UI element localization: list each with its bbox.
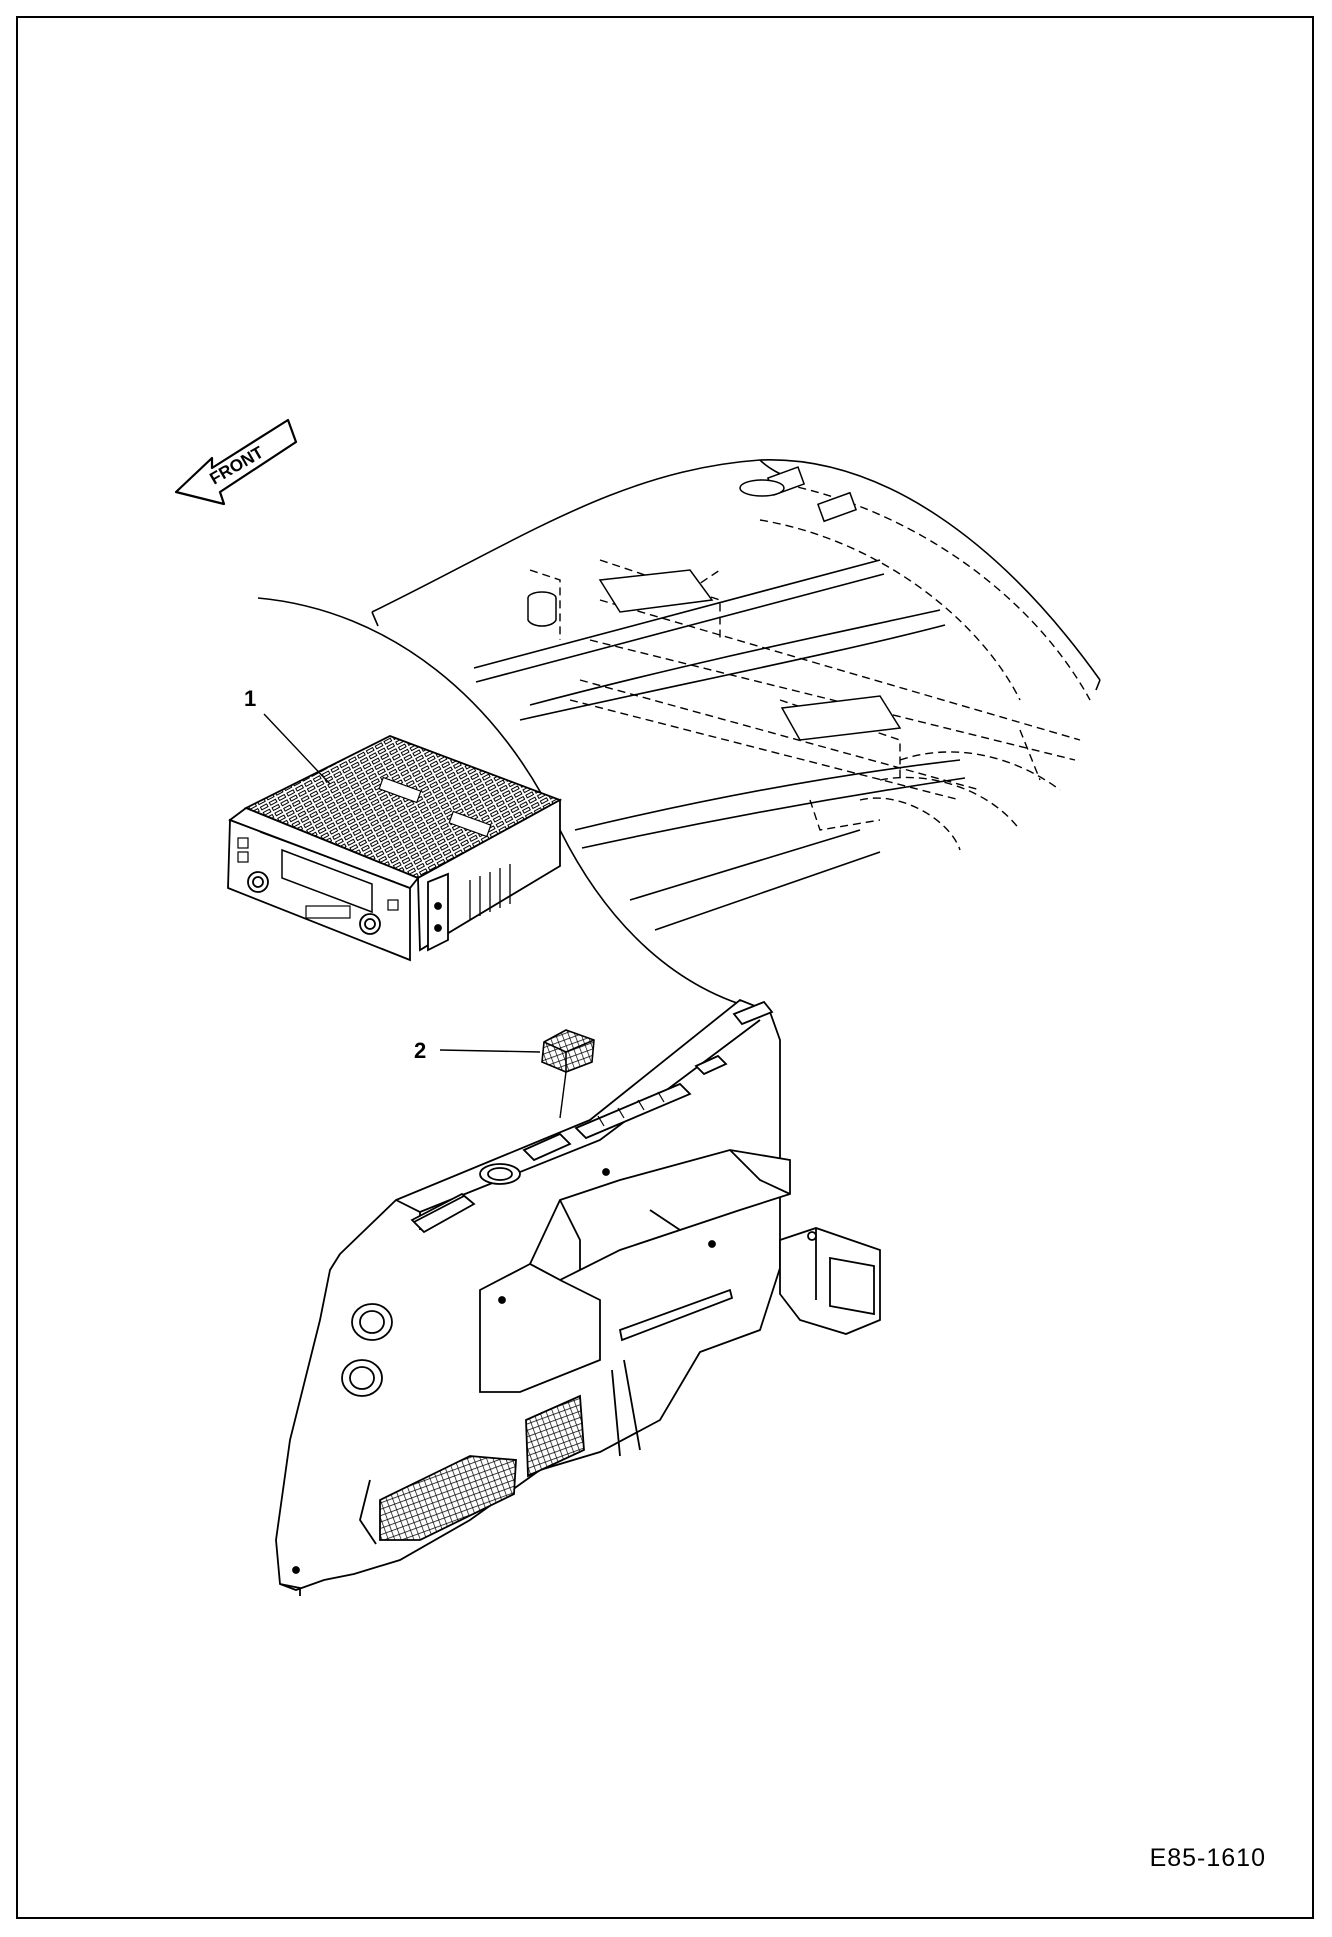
drawing-frame <box>16 16 1314 1919</box>
callout-1-leader <box>263 713 331 785</box>
switch-part <box>541 1029 595 1073</box>
callout-2-leader <box>439 1049 541 1053</box>
roof-bracket <box>527 466 902 741</box>
switch-install-line <box>559 1071 567 1119</box>
callout-number-2: 2 <box>414 1038 427 1063</box>
callout-number-1: 1 <box>244 686 257 711</box>
radio-cd-unit <box>227 735 563 962</box>
cab-roof-outline <box>257 459 1101 1011</box>
air-duct <box>779 1227 881 1335</box>
drawing-number: E85-1610 <box>1149 1844 1266 1872</box>
front-arrow-icon: FRONT <box>174 418 298 506</box>
side-trim-panel <box>275 998 791 1596</box>
roof-hidden-lines <box>529 479 1091 851</box>
